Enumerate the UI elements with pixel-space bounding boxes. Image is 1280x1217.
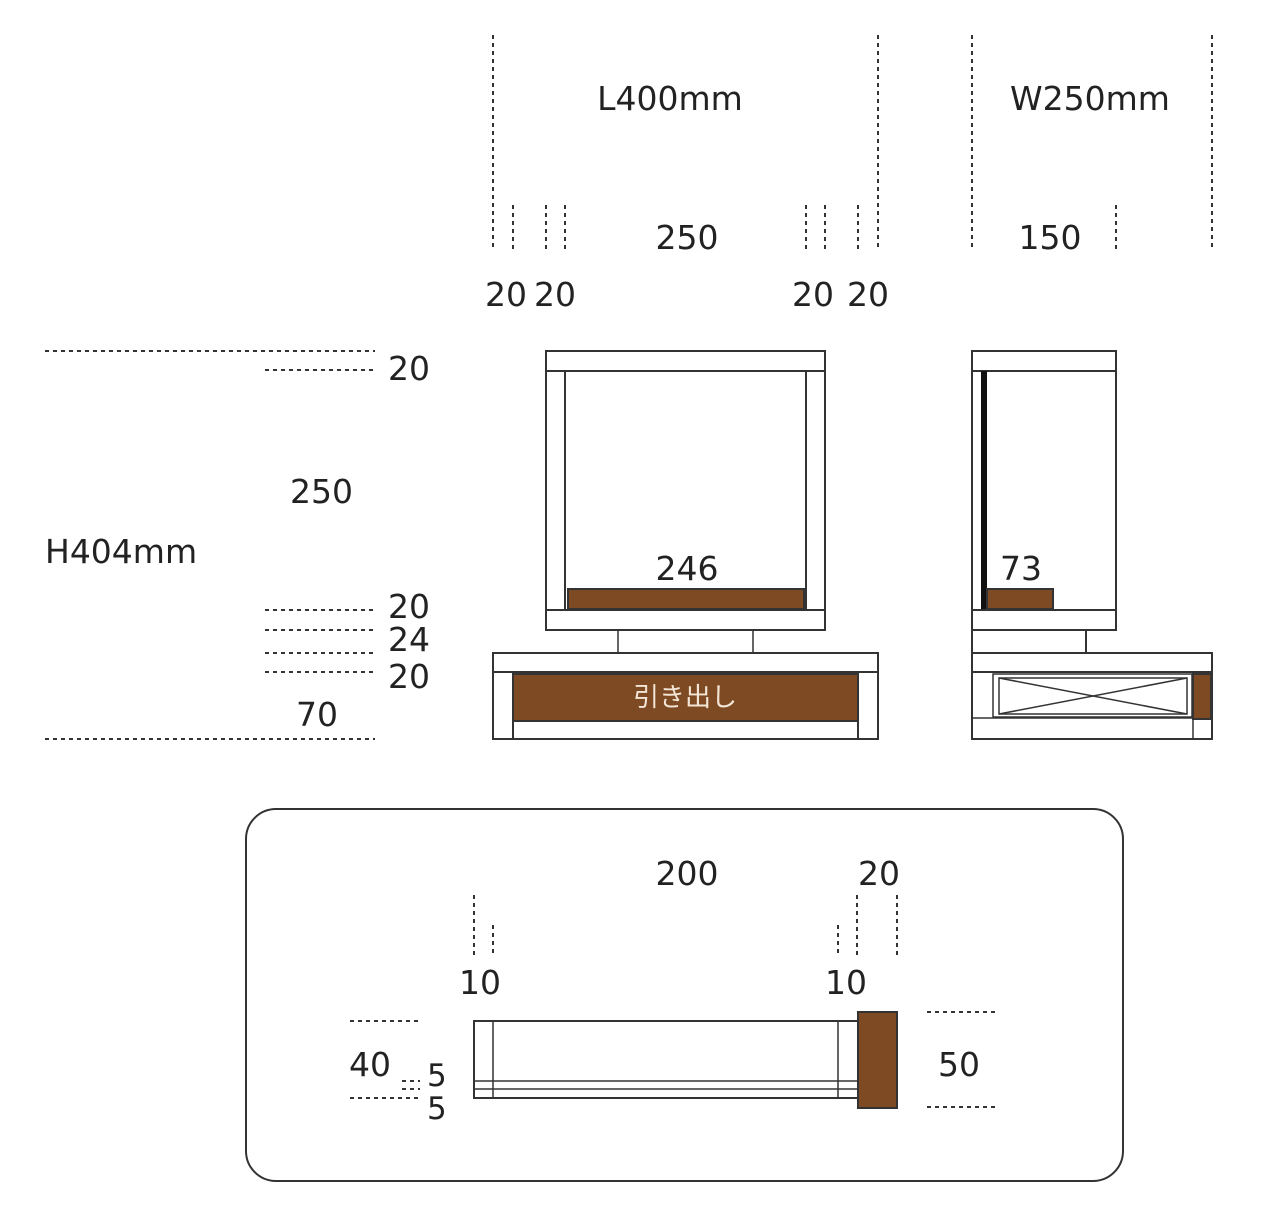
detail-drawer-front [857, 1011, 898, 1109]
top-dimension-guides [492, 35, 1213, 250]
side-tray-width-label: 73 [1000, 549, 1042, 588]
height-total-label: H404mm [45, 532, 197, 571]
spacer-height-label: 24 [388, 620, 430, 659]
left-dimension-guides [45, 350, 375, 740]
base-top-board-label: 20 [388, 657, 430, 696]
detail-bottom-gap-label: 5 [427, 1058, 447, 1094]
side-view [971, 350, 1213, 740]
detail-front-thickness-label: 20 [858, 854, 900, 893]
detail-bottom-board-label: 5 [427, 1091, 447, 1127]
front-board-3-label: 20 [792, 275, 834, 314]
width-total-label: W250mm [1010, 79, 1170, 118]
detail-left-wall-label: 10 [459, 963, 501, 1002]
front-view [492, 350, 879, 740]
front-board-1-label: 20 [485, 275, 527, 314]
drawer-detail-panel [245, 808, 1124, 1182]
front-board-4-label: 20 [847, 275, 889, 314]
detail-inner-width-label: 200 [656, 854, 719, 893]
front-board-2-label: 20 [534, 275, 576, 314]
base-height-label: 70 [296, 695, 338, 734]
front-inner-width-label: 250 [656, 218, 719, 257]
detail-box-height-label: 40 [349, 1045, 391, 1084]
top-board-label: 20 [388, 349, 430, 388]
cabinet-inner-height-label: 250 [290, 472, 353, 511]
drawer-front [512, 673, 859, 722]
shelf-board-label: 20 [388, 587, 430, 626]
side-inner-width-label: 150 [1019, 218, 1082, 257]
front-tray [567, 588, 805, 610]
length-total-label: L400mm [597, 79, 743, 118]
detail-front-height-label: 50 [938, 1045, 980, 1084]
side-tray [986, 588, 1054, 610]
side-back-panel [981, 371, 987, 610]
front-tray-width-label: 246 [656, 549, 719, 588]
drawer-label: 引き出し [633, 683, 737, 713]
side-drawer-front [1192, 673, 1212, 720]
detail-right-wall-label: 10 [825, 963, 867, 1002]
